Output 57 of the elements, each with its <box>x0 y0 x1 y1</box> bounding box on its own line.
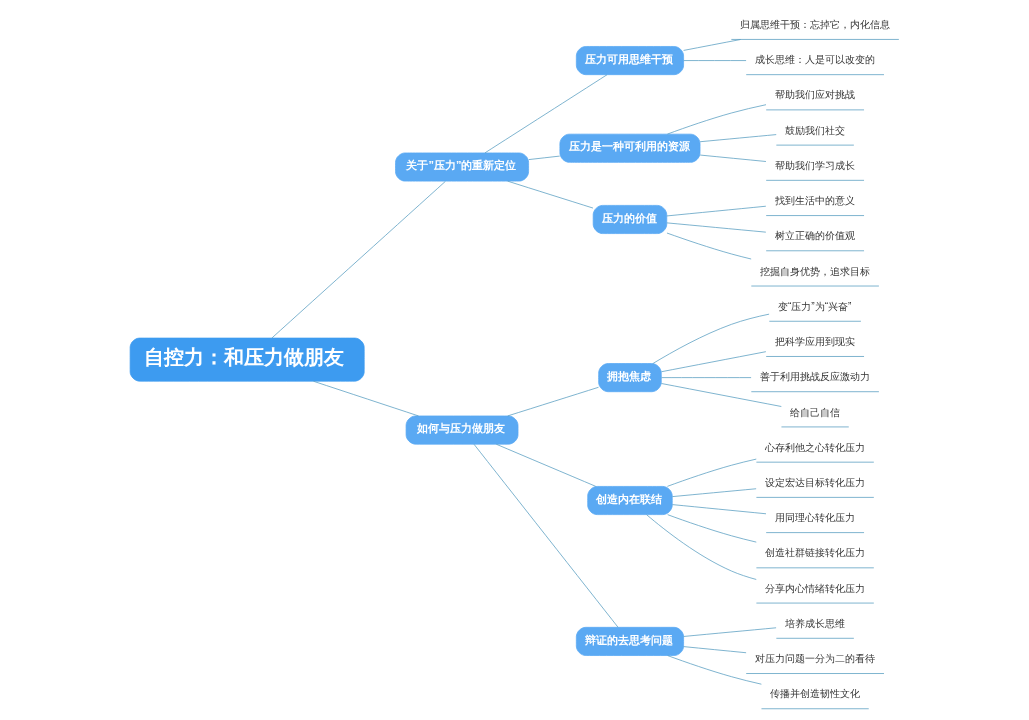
node-text: 用同理心转化压力 <box>774 512 855 524</box>
connector <box>666 205 767 217</box>
node-text: 变“压力”为“兴奋” <box>777 300 852 312</box>
connector <box>661 377 752 378</box>
connector <box>473 443 619 628</box>
connector <box>646 514 757 580</box>
node-text: 善于利用挑战反应激动力 <box>759 371 870 383</box>
connector <box>507 180 594 209</box>
connector <box>672 504 767 515</box>
node-text: 帮助我们应对挑战 <box>774 89 855 101</box>
connector <box>699 154 767 162</box>
node-text: 把科学应用到现实 <box>774 336 855 348</box>
node-text: 归属思维干预：忘掉它，内化信息 <box>739 19 890 30</box>
node-text: 找到生活中的意义 <box>774 195 855 207</box>
node-text: 分享内心情绪转化压力 <box>765 582 866 594</box>
node-text: 设定宏达目标转化压力 <box>765 476 866 488</box>
node-box: 关于”压力”的重新定位 <box>395 152 529 182</box>
connector <box>683 627 777 637</box>
node-text: 鼓励我们社交 <box>784 124 845 136</box>
connector <box>667 104 767 135</box>
node-text: 创造社群链接转化压力 <box>765 547 866 559</box>
node-text: 挖掘自身优势，追求目标 <box>759 265 870 277</box>
connector <box>313 380 419 417</box>
node-text: 给自己自信 <box>790 406 841 418</box>
connector <box>484 74 608 154</box>
connector <box>667 458 757 487</box>
connector <box>672 488 757 497</box>
connector <box>666 222 767 233</box>
connector <box>661 351 767 373</box>
node-box: 压力是一种可利用的资源 <box>559 133 701 163</box>
connector <box>271 180 446 339</box>
connector <box>683 646 747 654</box>
node-text: 帮助我们学习成长 <box>774 159 855 171</box>
connector <box>699 134 777 143</box>
connector <box>667 514 757 543</box>
node-text: 心存利他之心转化压力 <box>765 441 866 453</box>
connector <box>528 155 561 160</box>
connector <box>667 655 762 685</box>
node-box: 压力可用思维干预 <box>575 46 684 76</box>
connector <box>661 383 782 407</box>
connector <box>652 313 770 364</box>
connector <box>666 232 752 260</box>
node-box: 辩证的去思考问题 <box>575 626 684 656</box>
connector <box>683 60 747 61</box>
node-text: 传播并创造韧性文化 <box>770 688 861 700</box>
connector <box>683 39 742 51</box>
node-box: 拥抱焦虑 <box>598 363 662 393</box>
node-box: 创造内在联结 <box>587 486 673 515</box>
node-text: 培养成长思维 <box>784 617 845 629</box>
node-box: 自控力：和压力做朋友 <box>129 337 365 382</box>
connector <box>495 443 597 487</box>
connector <box>507 386 599 417</box>
node-box: 压力的价值 <box>592 205 668 234</box>
node-text: 对压力问题一分为二的看待 <box>754 653 875 665</box>
node-box: 如何与压力做朋友 <box>405 415 519 445</box>
node-text: 成长思维：人是可以改变的 <box>754 54 875 66</box>
node-text: 树立正确的价值观 <box>774 230 855 242</box>
